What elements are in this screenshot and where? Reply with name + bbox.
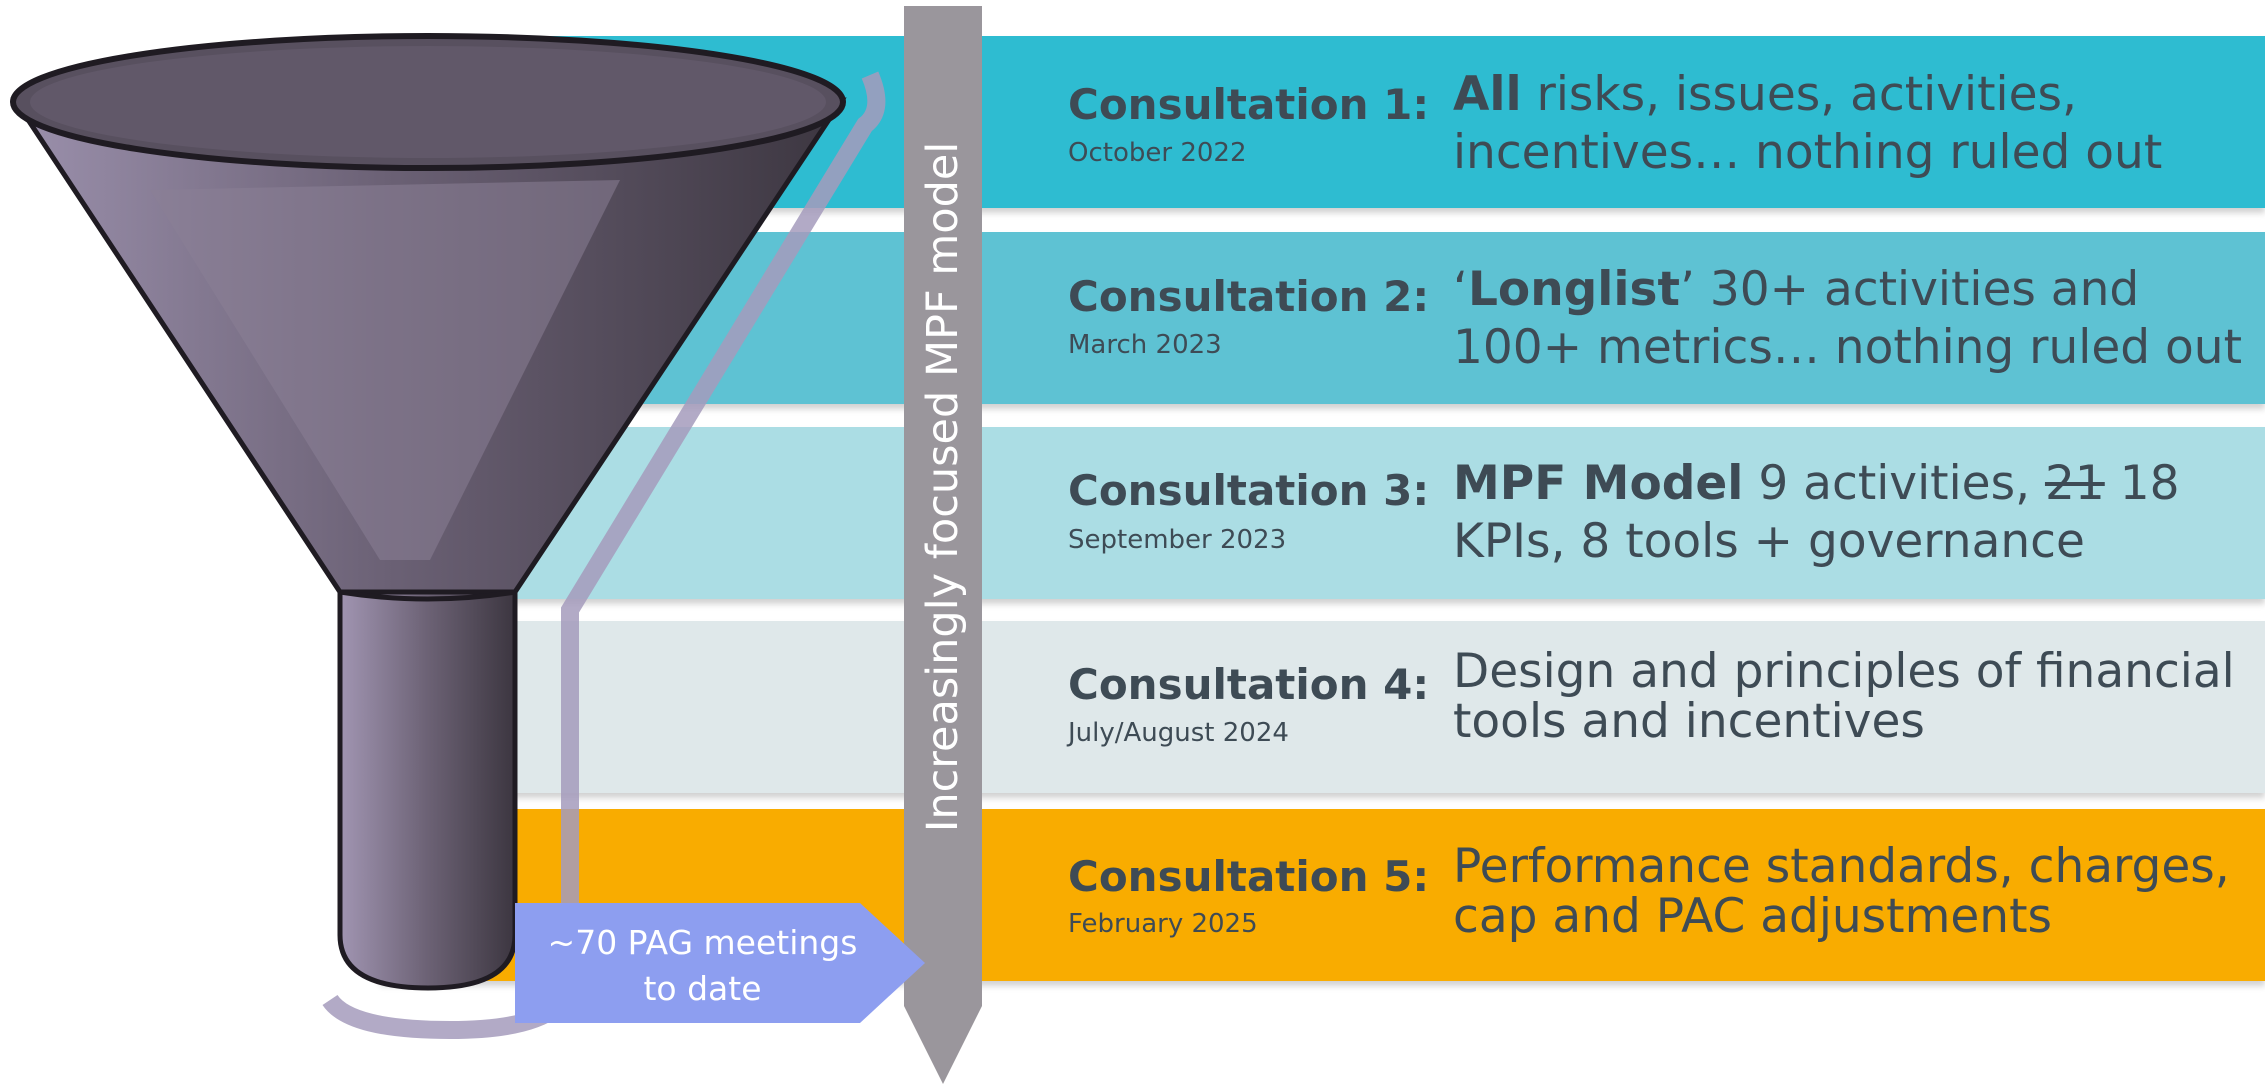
consultation-2-desc-pre: ‘ (1453, 262, 1468, 317)
consultation-1-date: October 2022 (1068, 138, 1247, 168)
focus-arrow (904, 6, 982, 1084)
pag-callout (515, 903, 925, 1023)
consultation-2-desc-bold: Longlist (1467, 262, 1680, 317)
pag-label-line2: to date (643, 969, 762, 1008)
consultation-2-desc-rest: ’ 30+ activities and 100+ metrics… nothi… (1453, 262, 2243, 375)
funnel-icon (10, 33, 886, 1040)
consultation-4-desc: Design and principles of financial tools… (1453, 644, 2235, 749)
consultation-5-desc: Performance standards, charges, cap and … (1453, 839, 2230, 944)
consultation-3-desc-rest: 18 KPIs, 8 tools + governance (1453, 456, 2180, 569)
consultation-5-title: Consultation 5: (1068, 852, 1430, 901)
consultation-1-desc: All risks, issues, activities, incentive… (1453, 66, 2243, 182)
pag-label-line1: ~70 PAG meetings (547, 923, 858, 962)
consultation-4-title: Consultation 4: (1068, 660, 1430, 709)
consultation-3-desc-struck: 21 (2044, 456, 2105, 511)
consultation-3-date: September 2023 (1068, 525, 1287, 555)
consultation-3-title: Consultation 3: (1068, 466, 1430, 515)
consultation-3-desc-mid: 9 activities, (1743, 456, 2045, 511)
consultation-3-desc: MPF Model 9 activities, 21 18 KPIs, 8 to… (1453, 455, 2243, 571)
consultation-2-title: Consultation 2: (1068, 272, 1430, 321)
consultation-1-title: Consultation 1: (1068, 80, 1430, 129)
consultation-5-date: February 2025 (1068, 909, 1258, 939)
consultation-3-desc-bold: MPF Model (1453, 456, 1744, 511)
arrow-label: Increasingly focused MPF model (918, 141, 968, 833)
consultation-4-band (380, 621, 2265, 793)
consultation-2-desc: ‘Longlist’ 30+ activities and 100+ metri… (1453, 261, 2243, 377)
consultation-2-date: March 2023 (1068, 330, 1222, 360)
consultation-1-desc-rest: risks, issues, activities, incentives… n… (1453, 67, 2163, 180)
consultation-3-band (380, 427, 2265, 599)
consultation-4-date: July/August 2024 (1068, 718, 1289, 748)
consultation-1-desc-bold: All (1453, 67, 1522, 122)
pag-label: ~70 PAG meetings to date (515, 920, 890, 1012)
